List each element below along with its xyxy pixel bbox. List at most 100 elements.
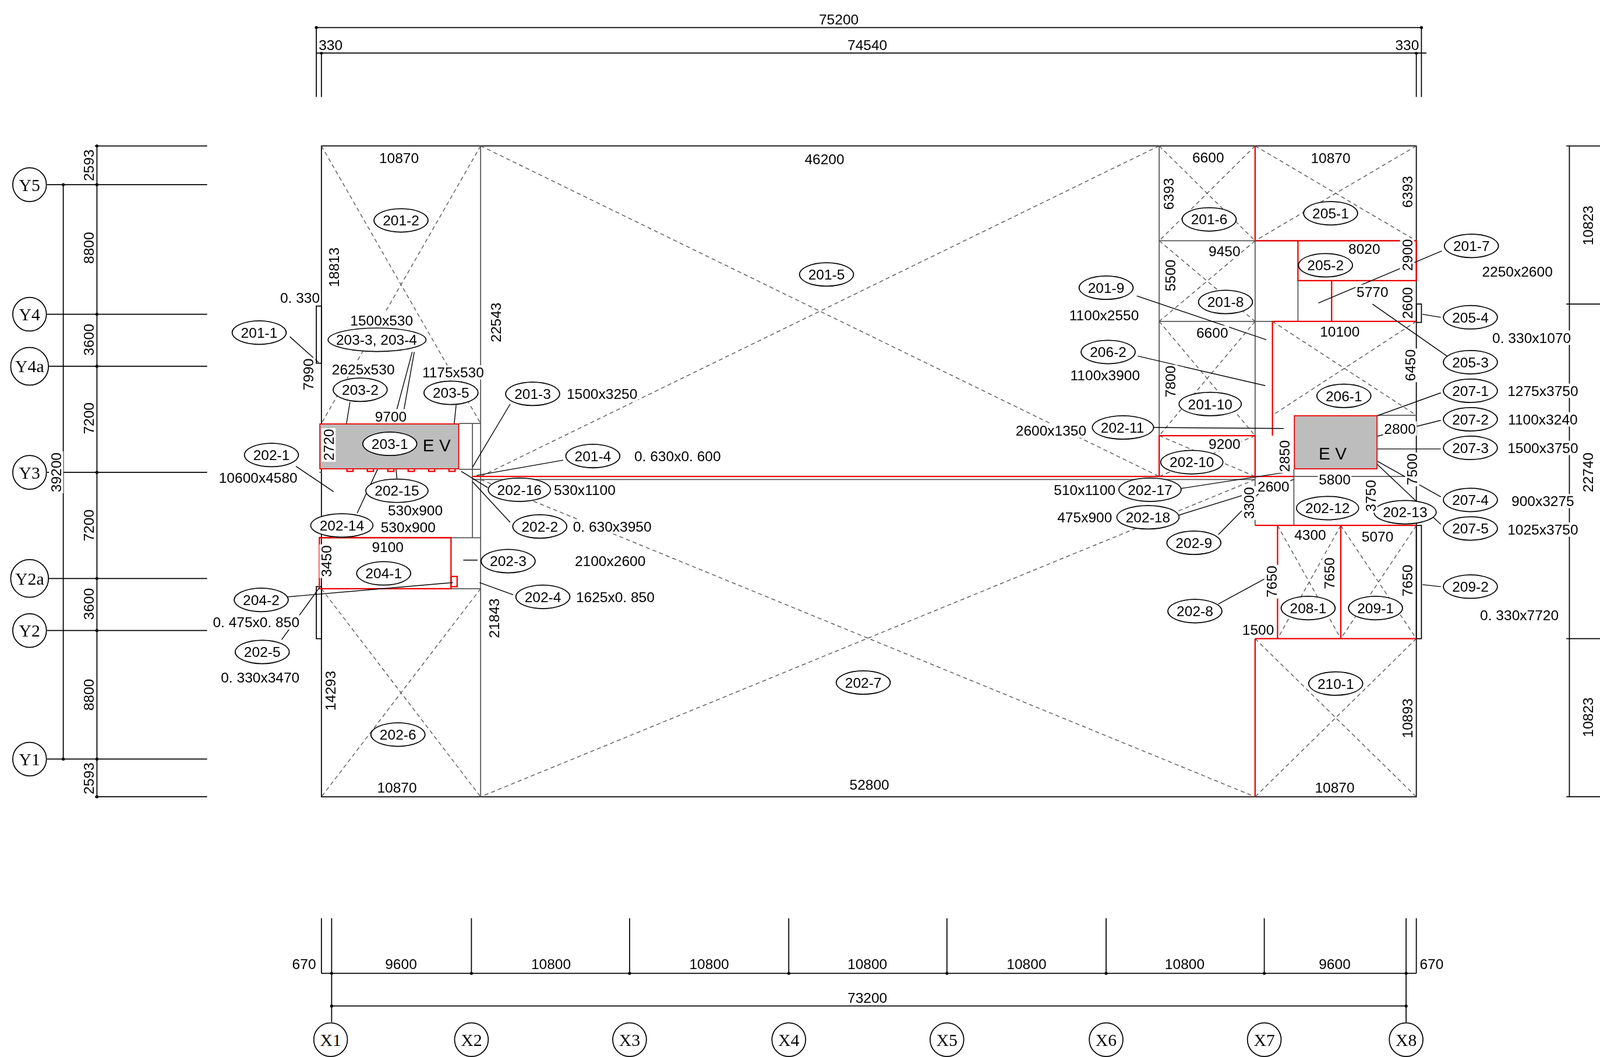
node-text: 204-2	[242, 592, 280, 608]
dimension-label: 9600	[383, 956, 418, 972]
plan-stroke	[321, 146, 481, 798]
plan-stroke	[316, 306, 322, 364]
dimension-label: 3750	[1363, 478, 1379, 513]
node-text: 203-5	[432, 385, 470, 401]
node-text: 202-15	[374, 483, 419, 498]
plan-stroke	[1404, 972, 1408, 976]
plan-stroke	[1159, 240, 1416, 436]
callout-ellipse: 209-1	[1347, 595, 1404, 621]
dimension-label: 10893	[1400, 697, 1415, 740]
node-text: 205-4	[1452, 310, 1489, 326]
plan-stroke	[95, 182, 99, 186]
node-text: Y2	[19, 622, 41, 640]
axis-bubble: Y4a	[10, 347, 50, 387]
dimension-label: 6600	[1195, 325, 1229, 341]
callout-ellipse: 202-9	[1166, 530, 1222, 556]
dimension-label: 530x900	[386, 503, 444, 518]
dimension-label: 9700	[373, 409, 408, 425]
dimension-label: 2800	[1383, 421, 1418, 437]
dimension-label: 1025x3750	[1506, 522, 1580, 538]
plan-stroke	[1416, 525, 1422, 639]
axis-bubble: X6	[1088, 1022, 1124, 1057]
dimension-lines	[47, 27, 1600, 1023]
node-text: X1	[319, 1030, 341, 1049]
callout-ellipse: 201-2	[373, 207, 429, 233]
plan-stroke	[95, 577, 99, 581]
node-text: 202-16	[497, 482, 542, 498]
callout-ellipse: 201-7	[1443, 233, 1500, 259]
red-outlines	[319, 146, 1416, 798]
callout-ellipse: 205-3	[1442, 350, 1499, 375]
dimension-label: 670	[291, 956, 317, 972]
plan-stroke	[330, 1004, 334, 1008]
dimension-label: 670	[1418, 956, 1445, 972]
dimension-label: 2900	[1400, 238, 1415, 273]
callout-ellipse: 210-1	[1308, 671, 1364, 697]
node-text: 201-1	[241, 325, 278, 341]
callout-ellipse: 202-13	[1373, 499, 1437, 525]
dimension-label: 0. 630x0. 600	[633, 449, 722, 464]
axis-bubble: Y2a	[10, 559, 50, 599]
dimension-label: 2250x2600	[1481, 264, 1554, 279]
plan-stroke	[95, 795, 99, 799]
dimension-label: 1500x530	[349, 313, 415, 328]
axis-bubble: Y4	[12, 297, 48, 332]
node-text: 209-2	[1452, 579, 1489, 595]
node-text: 201-6	[1191, 212, 1228, 227]
dimension-label: 1500	[1241, 622, 1275, 638]
dimension-label: 39200	[48, 451, 64, 494]
dimension-label: 1175x530	[421, 365, 485, 380]
node-text: 207-2	[1452, 412, 1489, 427]
dimension-label: 9450	[1207, 244, 1242, 259]
node-text: 205-3	[1452, 355, 1489, 370]
dimension-ticks	[61, 26, 1423, 1008]
dimension-label: 8800	[81, 231, 97, 266]
dimension-label: 9100	[371, 539, 405, 555]
plan-stroke	[321, 146, 1417, 798]
callout-ellipse: 202-11	[1091, 415, 1154, 440]
callout-ellipse: 202-12	[1295, 495, 1360, 521]
axis-bubble: X1	[313, 1022, 349, 1057]
callout-ellipse: 206-1	[1316, 383, 1372, 409]
node-text: E V	[422, 437, 451, 455]
node-text: 202-8	[1176, 604, 1214, 619]
dimension-label: 330	[1394, 37, 1421, 53]
callout-ellipse: 202-15	[365, 478, 429, 504]
axis-bubble: X3	[612, 1022, 648, 1057]
plan-stroke	[945, 972, 949, 976]
plan-stroke	[95, 312, 99, 316]
plan-stroke	[1136, 251, 1448, 605]
dimension-label: 10800	[1005, 956, 1048, 972]
node-text: X4	[778, 1030, 800, 1049]
dimension-label: 3600	[81, 322, 97, 357]
dimension-label: 7650	[1400, 563, 1415, 598]
node-text: Y2a	[15, 569, 45, 588]
callout-ellipse: 202-8	[1167, 598, 1223, 624]
plan-stroke	[95, 757, 99, 761]
dimension-label: 21843	[486, 597, 502, 640]
callout-ellipse: 206-2	[1080, 339, 1136, 365]
node-text: 202-14	[319, 518, 365, 533]
axis-bubble: X2	[454, 1022, 490, 1057]
node-text: 201-3	[514, 386, 552, 402]
plan-stroke	[1566, 146, 1600, 798]
dimension-label: 0. 330	[278, 290, 321, 306]
dimension-label: 530x900	[379, 520, 437, 535]
dimension-label: 1100x2550	[1068, 308, 1140, 323]
node-text: X8	[1395, 1030, 1417, 1049]
callout-ellipse: 204-1	[355, 561, 412, 586]
dimension-label: 6393	[1161, 177, 1176, 211]
dimension-label: 0. 630x3950	[571, 519, 653, 535]
node-text: 207-5	[1452, 521, 1489, 536]
callout-ellipse: 201-4	[565, 443, 621, 469]
plan-stroke	[319, 146, 1416, 798]
dimension-label: 900x3275	[1510, 493, 1575, 509]
dimension-label: 5500	[1163, 258, 1178, 293]
node-text: 202-12	[1305, 500, 1350, 516]
plan-stroke	[1104, 972, 1108, 976]
node-text: 202-3	[489, 553, 527, 569]
callout-ellipse: 203-3, 203-4	[326, 327, 426, 352]
